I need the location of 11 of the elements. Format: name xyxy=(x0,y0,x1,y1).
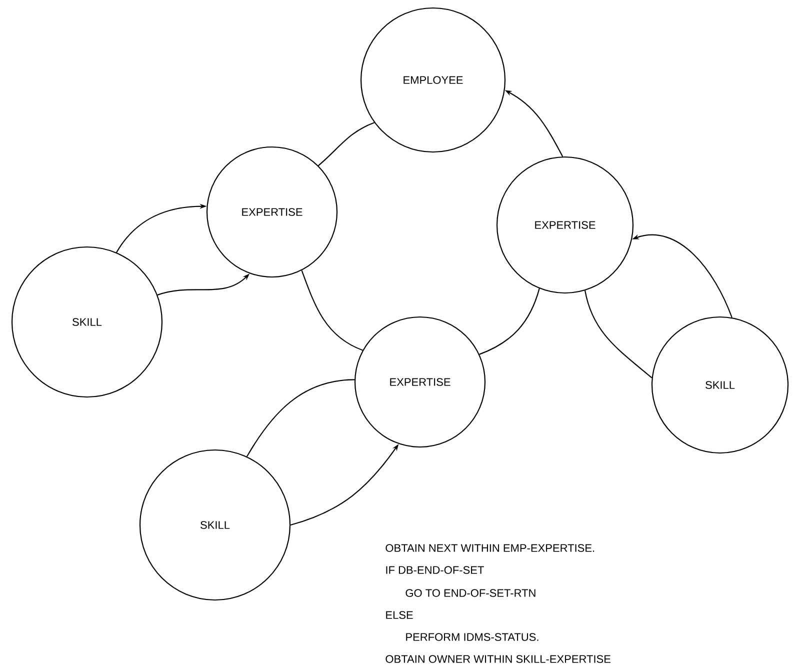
code-line: PERFORM IDMS-STATUS. xyxy=(406,633,538,641)
code-line: OBTAIN NEXT WITHIN EMP-EXPERTISE. xyxy=(386,544,594,552)
connector-line xyxy=(301,270,363,351)
connector-line xyxy=(479,288,540,355)
code-line: GO TO END-OF-SET-RTN xyxy=(406,589,536,597)
code-line: ELSE xyxy=(386,611,413,619)
code-line: IF DB-END-OF-SET xyxy=(386,566,484,574)
connector-line xyxy=(318,122,375,166)
connector-line xyxy=(246,379,355,457)
connector-line xyxy=(584,290,652,378)
code-line: OBTAIN OWNER WITHIN SKILL-EXPERTISE xyxy=(386,655,610,663)
